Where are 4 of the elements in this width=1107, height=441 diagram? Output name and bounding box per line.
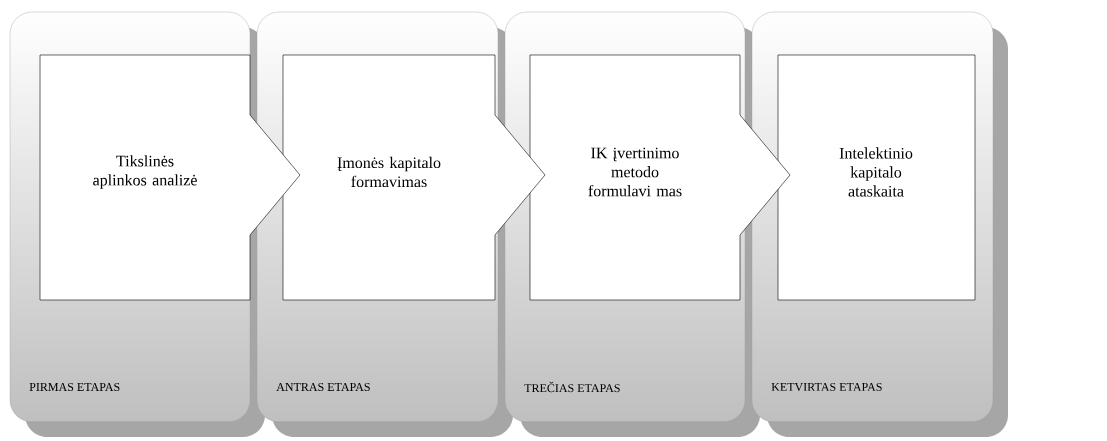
arrow-box: Įmonės kapitalo formavimas — [282, 54, 546, 301]
arrow-box: IK įvertinimo metodo formulavi mas — [529, 54, 791, 301]
arrow-box: Tikslinės aplinkos analizė — [39, 54, 301, 301]
text-box: Intelektinio kapitalo ataskaita — [777, 54, 976, 301]
